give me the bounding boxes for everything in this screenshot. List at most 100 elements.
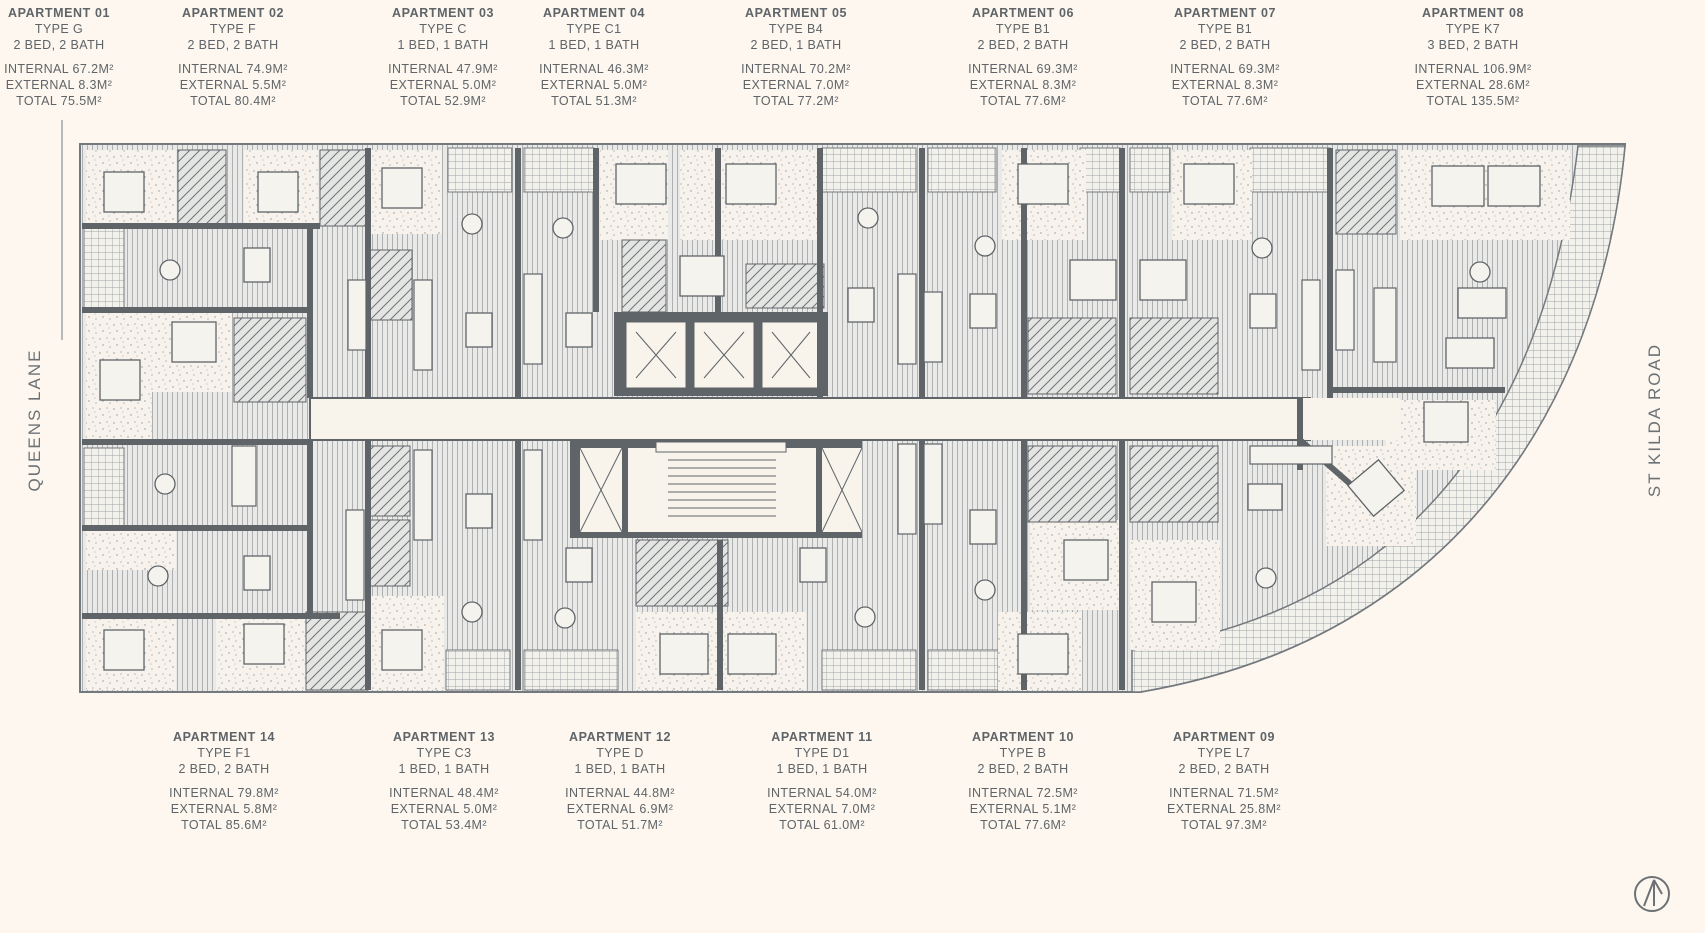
- apartment-10-label: APARTMENT 10 TYPE B 2 BED, 2 BATH INTERN…: [933, 729, 1113, 833]
- apartment-name: APARTMENT 01: [7, 6, 111, 20]
- apartment-name: APARTMENT 14: [172, 730, 276, 744]
- apartment-total: TOTAL 77.6M²: [980, 94, 1066, 108]
- balcony-curve: [1131, 145, 1626, 693]
- apartment-total: TOTAL 80.4M²: [190, 94, 276, 108]
- apartment-beds: 1 BED, 1 BATH: [574, 762, 666, 776]
- apartment-total: TOTAL 77.6M²: [1182, 94, 1268, 108]
- apartment-03-label: APARTMENT 03 TYPE C 1 BED, 1 BATH INTERN…: [353, 5, 533, 109]
- apartment-type: TYPE D: [596, 746, 644, 760]
- apartment-type: TYPE F1: [197, 746, 251, 760]
- apartment-type: TYPE G: [34, 22, 84, 36]
- apartment-total: TOTAL 75.5M²: [16, 94, 102, 108]
- apartment-type: TYPE K7: [1445, 22, 1501, 36]
- apartment-type: TYPE C3: [416, 746, 472, 760]
- apartment-type: TYPE C1: [566, 22, 622, 36]
- apartment-name: APARTMENT 08: [1421, 6, 1525, 20]
- bathrooms: [177, 149, 1397, 691]
- apartment-internal: INTERNAL 46.3M²: [539, 62, 649, 76]
- apartment-internal: INTERNAL 67.2M²: [4, 62, 114, 76]
- apartment-11-label: APARTMENT 11 TYPE D1 1 BED, 1 BATH INTER…: [732, 729, 912, 833]
- apartment-name: APARTMENT 12: [568, 730, 672, 744]
- apartment-external: EXTERNAL 8.3M²: [1171, 78, 1279, 92]
- apartment-internal: INTERNAL 72.5M²: [968, 786, 1078, 800]
- apartment-06-label: APARTMENT 06 TYPE B1 2 BED, 2 BATH INTER…: [933, 5, 1113, 109]
- furniture-tables: [147, 207, 1507, 629]
- apartment-total: TOTAL 77.2M²: [753, 94, 839, 108]
- apartment-01-label: APARTMENT 01 TYPE G 2 BED, 2 BATH INTERN…: [0, 5, 149, 109]
- apartment-name: APARTMENT 07: [1173, 6, 1277, 20]
- apartment-type: TYPE B1: [995, 22, 1051, 36]
- apartment-external: EXTERNAL 25.8M²: [1167, 802, 1281, 816]
- apartment-beds: 2 BED, 2 BATH: [13, 38, 105, 52]
- apartment-beds: 2 BED, 2 BATH: [977, 38, 1069, 52]
- apartment-name: APARTMENT 03: [391, 6, 495, 20]
- apartment-05-label: APARTMENT 05 TYPE B4 2 BED, 1 BATH INTER…: [706, 5, 886, 109]
- north-arrow-icon: [1634, 876, 1670, 912]
- apartment-internal: INTERNAL 71.5M²: [1169, 786, 1279, 800]
- apartment-external: EXTERNAL 7.0M²: [742, 78, 850, 92]
- apartment-internal: INTERNAL 106.9M²: [1414, 62, 1532, 76]
- apartment-internal: INTERNAL 70.2M²: [741, 62, 851, 76]
- apartment-total: TOTAL 51.7M²: [577, 818, 663, 832]
- apartment-internal: INTERNAL 54.0M²: [767, 786, 877, 800]
- apartment-total: TOTAL 53.4M²: [401, 818, 487, 832]
- apartment-total: TOTAL 85.6M²: [181, 818, 267, 832]
- apartment-08-label: APARTMENT 08 TYPE K7 3 BED, 2 BATH INTER…: [1383, 5, 1563, 109]
- apartment-external: EXTERNAL 5.5M²: [179, 78, 287, 92]
- corridor-end: [1300, 398, 1400, 440]
- apartment-beds: 3 BED, 2 BATH: [1427, 38, 1519, 52]
- apartment-external: EXTERNAL 8.3M²: [969, 78, 1077, 92]
- apartment-beds: 2 BED, 2 BATH: [977, 762, 1069, 776]
- apartment-12-label: APARTMENT 12 TYPE D 1 BED, 1 BATH INTERN…: [530, 729, 710, 833]
- apartment-beds: 1 BED, 1 BATH: [776, 762, 868, 776]
- bottom-balconies: [83, 227, 999, 691]
- apartment-total: TOTAL 77.6M²: [980, 818, 1066, 832]
- apartment-name: APARTMENT 05: [744, 6, 848, 20]
- apartment-type: TYPE D1: [794, 746, 850, 760]
- apartment-external: EXTERNAL 5.0M²: [390, 802, 498, 816]
- apartment-14-label: APARTMENT 14 TYPE F1 2 BED, 2 BATH INTER…: [134, 729, 314, 833]
- apartment-02-label: APARTMENT 02 TYPE F 2 BED, 2 BATH INTERN…: [143, 5, 323, 109]
- apartment-internal: INTERNAL 74.9M²: [178, 62, 288, 76]
- apartment-internal: INTERNAL 79.8M²: [169, 786, 279, 800]
- apartment-name: APARTMENT 10: [971, 730, 1075, 744]
- apartment-type: TYPE C: [419, 22, 467, 36]
- top-balconies: [447, 147, 1331, 193]
- apartment-beds: 1 BED, 1 BATH: [397, 38, 489, 52]
- apartment-name: APARTMENT 13: [392, 730, 496, 744]
- apartment-type: TYPE B4: [768, 22, 824, 36]
- apartment-name: APARTMENT 02: [181, 6, 285, 20]
- apartment-total: TOTAL 52.9M²: [400, 94, 486, 108]
- apartment-name: APARTMENT 04: [542, 6, 646, 20]
- apartment-beds: 2 BED, 2 BATH: [187, 38, 279, 52]
- corridor: [309, 397, 1311, 441]
- apartment-external: EXTERNAL 5.8M²: [170, 802, 278, 816]
- apartment-internal: INTERNAL 48.4M²: [389, 786, 499, 800]
- apartment-internal: INTERNAL 69.3M²: [968, 62, 1078, 76]
- apartment-total: TOTAL 135.5M²: [1426, 94, 1520, 108]
- apartment-04-label: APARTMENT 04 TYPE C1 1 BED, 1 BATH INTER…: [504, 5, 684, 109]
- apartment-internal: INTERNAL 69.3M²: [1170, 62, 1280, 76]
- apartment-13-label: APARTMENT 13 TYPE C3 1 BED, 1 BATH INTER…: [354, 729, 534, 833]
- apartment-internal: INTERNAL 47.9M²: [388, 62, 498, 76]
- apartment-external: EXTERNAL 5.1M²: [969, 802, 1077, 816]
- apartment-name: APARTMENT 09: [1172, 730, 1276, 744]
- apartment-external: EXTERNAL 7.0M²: [768, 802, 876, 816]
- apartment-total: TOTAL 51.3M²: [551, 94, 637, 108]
- apartment-type: TYPE B1: [1197, 22, 1253, 36]
- apartment-external: EXTERNAL 5.0M²: [389, 78, 497, 92]
- apartment-07-label: APARTMENT 07 TYPE B1 2 BED, 2 BATH INTER…: [1135, 5, 1315, 109]
- apartment-internal: INTERNAL 44.8M²: [565, 786, 675, 800]
- apartment-name: APARTMENT 11: [771, 730, 873, 744]
- stair-core: [570, 440, 863, 538]
- apartment-09-label: APARTMENT 09 TYPE L7 2 BED, 2 BATH INTER…: [1134, 729, 1314, 833]
- furniture-beds: [99, 163, 1541, 675]
- apartment-beds: 1 BED, 1 BATH: [548, 38, 640, 52]
- apartment-external: EXTERNAL 6.9M²: [566, 802, 674, 816]
- apartment-external: EXTERNAL 8.3M²: [5, 78, 113, 92]
- walls: [82, 148, 1505, 690]
- apartment-beds: 2 BED, 2 BATH: [178, 762, 270, 776]
- apartment-external: EXTERNAL 5.0M²: [540, 78, 648, 92]
- apartment-total: TOTAL 97.3M²: [1181, 818, 1267, 832]
